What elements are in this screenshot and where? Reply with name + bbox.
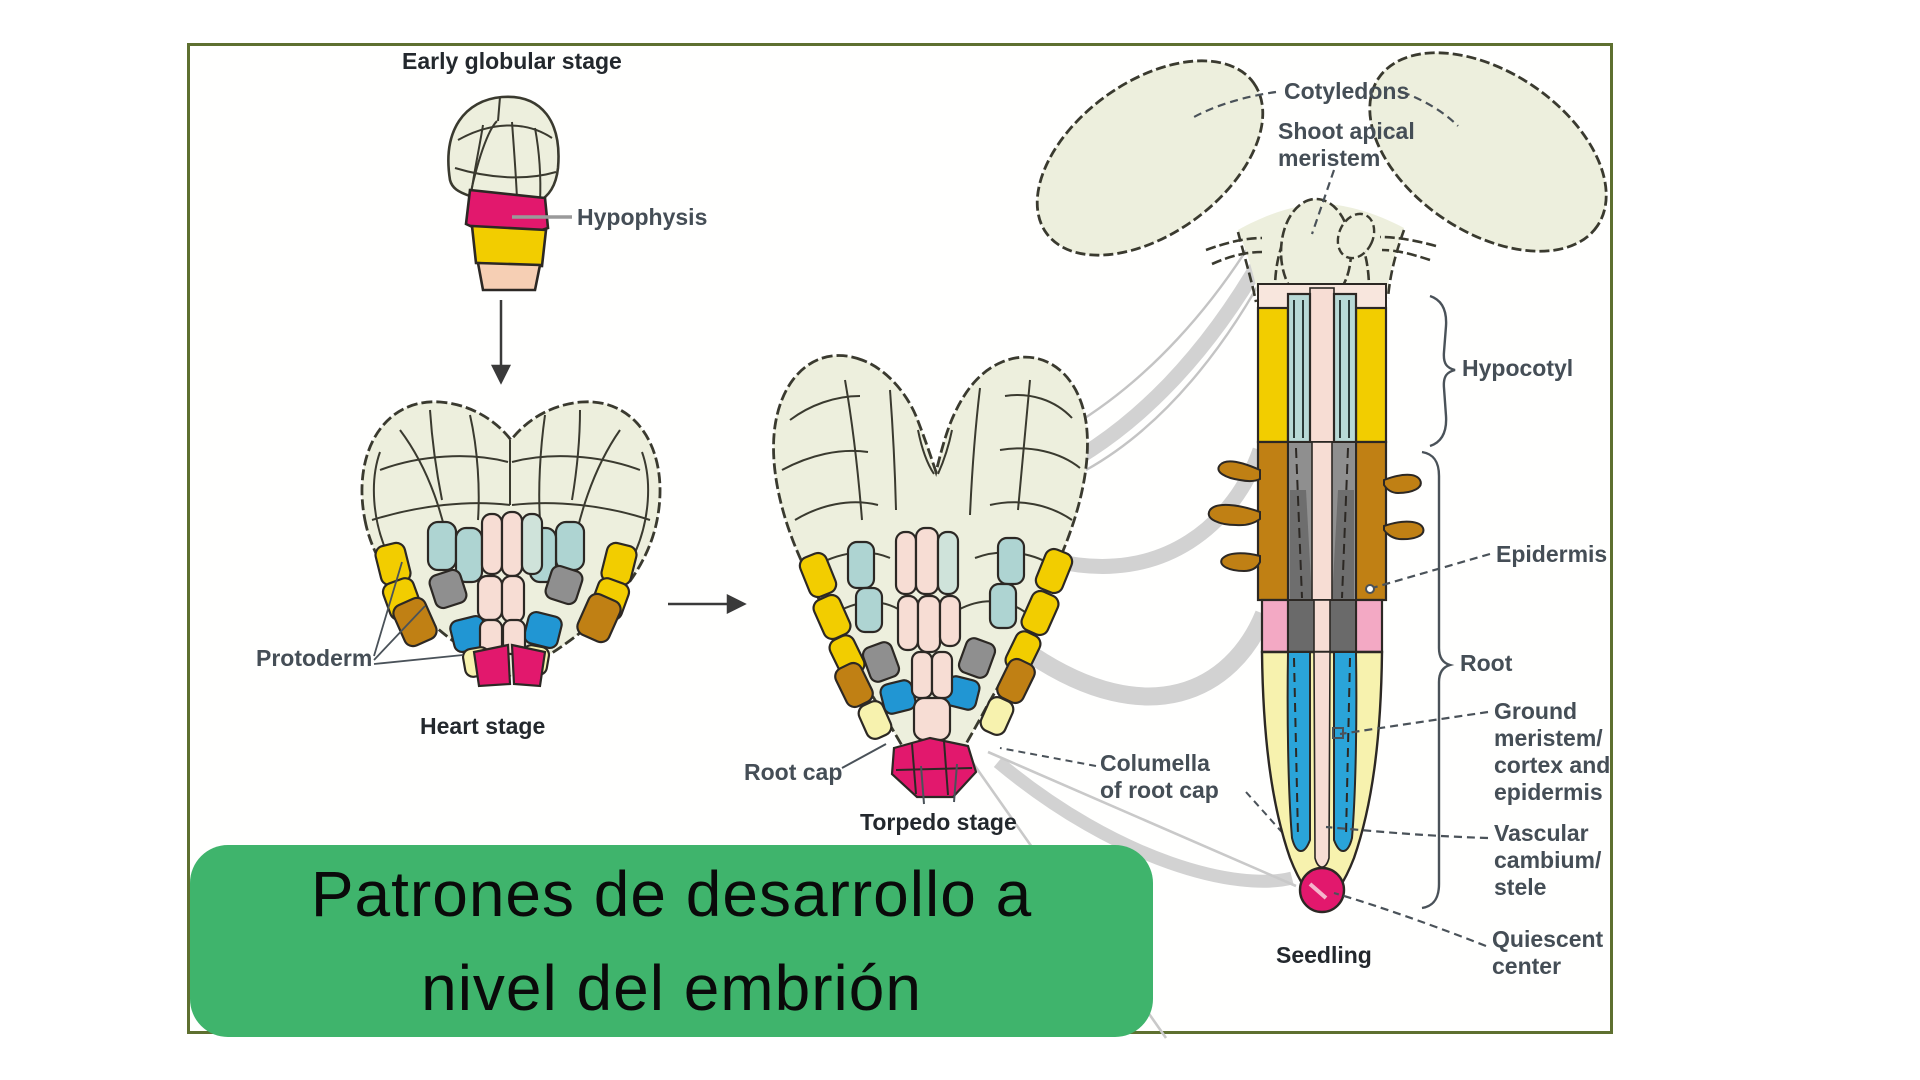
seedling-figure [1035,51,1608,948]
stage-label-heart: Heart stage [420,713,546,739]
annotation-hypocotyl: Hypocotyl [1462,355,1574,381]
annotation-protoderm: Protoderm [256,645,373,671]
slide-title-line-2: nivel del embrión [421,952,922,1024]
annotation-shoot-apical-meristem: Shoot apical meristem [1278,118,1415,171]
early-globular-figure [447,95,572,292]
annotation-root: Root [1460,650,1513,676]
annotation-hypophysis: Hypophysis [577,204,708,230]
annotation-cotyledons: Cotyledons [1284,78,1410,104]
title-box: Patrones de desarrollo a nivel del embri… [190,845,1153,1037]
annotation-epidermis: Epidermis [1496,541,1608,567]
annotation-ground-meristem: Ground meristem/ cortex and epidermis [1494,698,1611,805]
slide-title-line-1: Patrones de desarrollo a [310,858,1033,930]
stage-label-torpedo: Torpedo stage [860,809,1017,835]
annotation-root-cap: Root cap [744,759,843,785]
arrow-down-icon [490,300,512,385]
stage-label-early-globular: Early globular stage [402,48,622,74]
arrow-right-icon [668,593,747,615]
annotation-vascular-cambium: Vascular cambium/ stele [1494,820,1602,900]
torpedo-figure [772,354,1315,869]
annotation-columella: Columella of root cap [1100,750,1219,803]
annotation-quiescent-center: Quiescent center [1492,926,1604,979]
heart-figure [360,400,662,688]
stage-label-seedling: Seedling [1276,942,1372,968]
